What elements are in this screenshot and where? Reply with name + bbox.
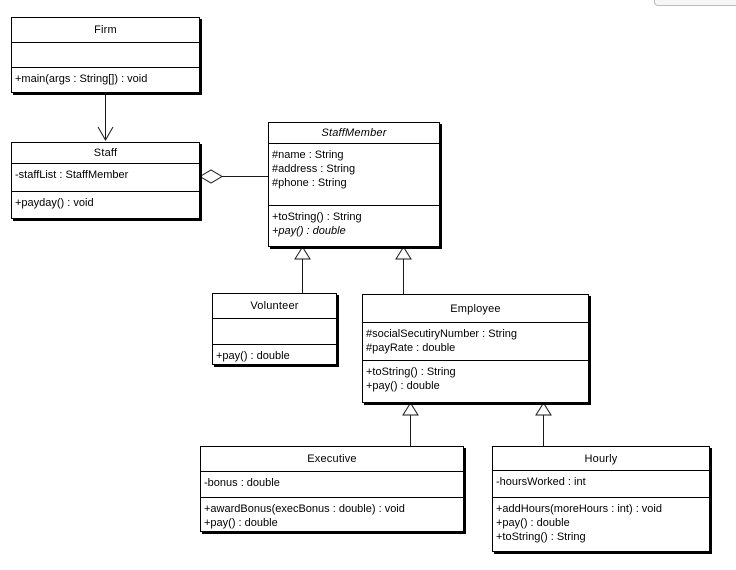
generalization-triangle-icon (395, 246, 412, 260)
operations-compartment: +awardBonus(execBonus : double) : void +… (201, 498, 463, 530)
operation-row: +pay() : double (272, 225, 346, 237)
open-arrowhead-icon (97, 126, 114, 142)
generalization-triangle-icon (535, 402, 552, 416)
class-box-hourly[interactable]: Hourly -hoursWorked : int +addHours(more… (492, 446, 710, 552)
operation-row: +pay() : double (204, 517, 278, 529)
generalization-triangle-icon (402, 402, 419, 416)
generalization-volunteer-staffmember (294, 246, 311, 293)
generalization-employee-staffmember (395, 246, 412, 294)
operation-row: +payday() : void (15, 197, 94, 209)
operation-row: +pay() : double (366, 380, 440, 392)
class-box-staff[interactable]: Staff -staffList : StaffMember +payday()… (11, 142, 200, 219)
class-title: Employee (363, 295, 588, 323)
class-box-volunteer[interactable]: Volunteer +pay() : double (212, 293, 337, 365)
class-title: Firm (12, 18, 199, 43)
association-firm-staff (97, 93, 114, 142)
operations-compartment: +pay() : double (213, 345, 336, 363)
operation-row: +toString() : String (272, 211, 362, 223)
attribute-row: #socialSecutiryNumber : String (366, 328, 518, 340)
attributes-compartment (12, 43, 199, 68)
operation-row: +addHours(moreHours : int) : void (496, 503, 662, 515)
attribute-row: -bonus : double (204, 477, 280, 489)
class-title: Hourly (493, 447, 709, 471)
attributes-compartment: #name : String #address : String #phone … (269, 144, 439, 206)
generalization-executive-employee (402, 402, 419, 446)
operations-compartment: +toString() : String +pay() : double (363, 361, 588, 393)
attribute-row: -hoursWorked : int (496, 476, 586, 488)
class-title: Executive (201, 447, 463, 472)
class-title: StaffMember (269, 123, 439, 144)
class-box-executive[interactable]: Executive -bonus : double +awardBonus(ex… (200, 446, 464, 532)
class-box-employee[interactable]: Employee #socialSecutiryNumber : String … (362, 294, 589, 403)
operations-compartment: +toString() : String +pay() : double (269, 206, 439, 238)
attribute-row: -staffList : StaffMember (15, 169, 129, 181)
attribute-row: #name : String (272, 149, 344, 161)
class-title: Volunteer (213, 294, 336, 319)
operation-row: +main(args : String[]) : void (15, 73, 148, 85)
aggregation-staff-staffmember (199, 169, 268, 184)
operation-row: +toString() : String (366, 366, 456, 378)
operation-row: +pay() : double (496, 517, 570, 529)
operation-row: +awardBonus(execBonus : double) : void (204, 503, 405, 515)
operation-row: +toString() : String (496, 531, 586, 543)
operations-compartment: +addHours(moreHours : int) : void +pay()… (493, 498, 709, 544)
attribute-row: #address : String (272, 163, 356, 175)
attribute-row: #payRate : double (366, 342, 456, 354)
class-box-staffmember[interactable]: StaffMember #name : String #address : St… (268, 122, 440, 247)
aggregation-diamond-icon (199, 169, 223, 184)
attributes-compartment: #socialSecutiryNumber : String #payRate … (363, 323, 588, 361)
attribute-row: #phone : String (272, 177, 347, 189)
class-title: Staff (12, 143, 199, 164)
operations-compartment: +payday() : void (12, 192, 199, 210)
attributes-compartment: -bonus : double (201, 472, 463, 498)
clipped-toolbar-button[interactable] (654, 0, 736, 6)
attributes-compartment: -hoursWorked : int (493, 471, 709, 498)
class-box-firm[interactable]: Firm +main(args : String[]) : void (11, 17, 200, 93)
generalization-triangle-icon (294, 246, 311, 260)
operations-compartment: +main(args : String[]) : void (12, 68, 199, 86)
generalization-hourly-employee (535, 402, 552, 446)
attributes-compartment (213, 319, 336, 345)
operation-row: +pay() : double (216, 350, 290, 362)
attributes-compartment: -staffList : StaffMember (12, 164, 199, 192)
